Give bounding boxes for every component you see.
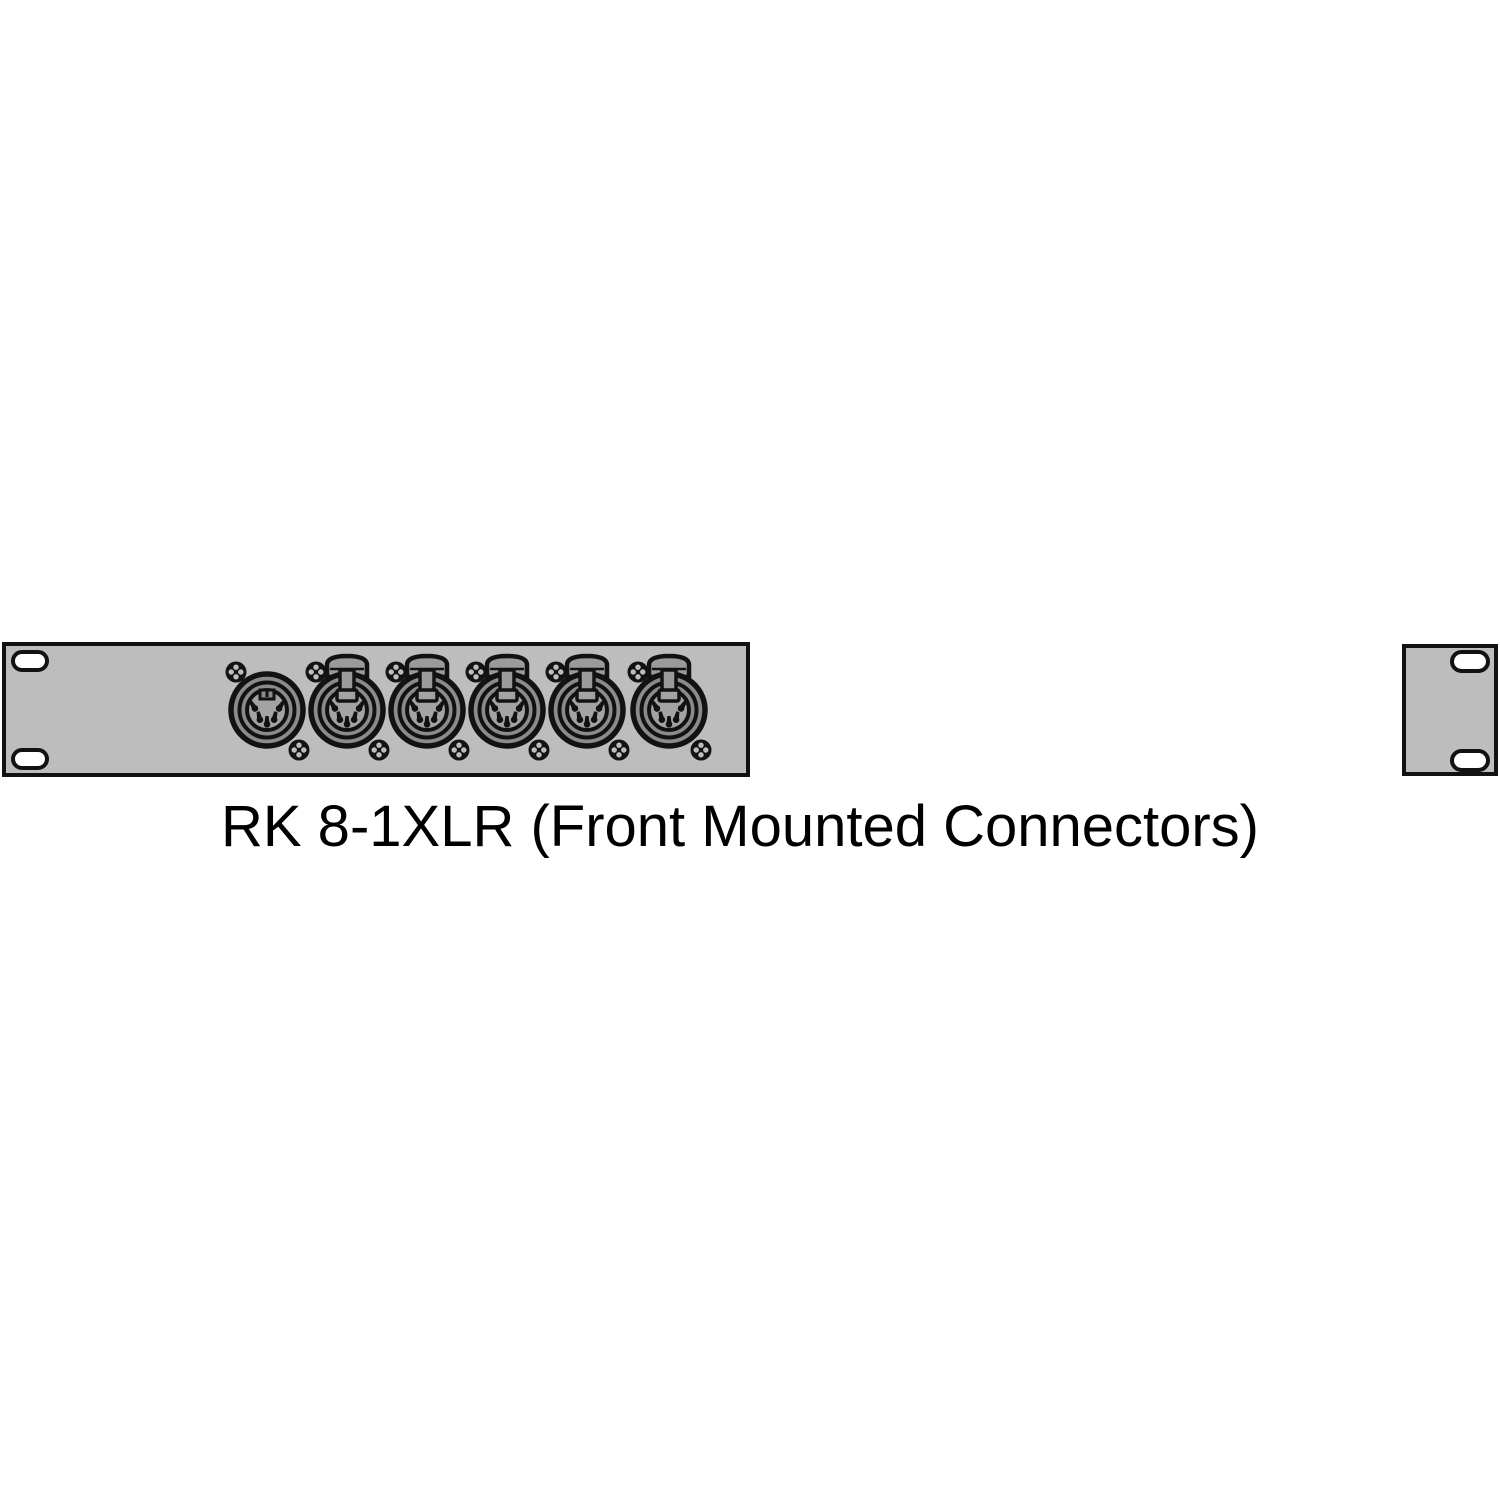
xlr-connector-2: [305, 653, 390, 761]
xlr-connector-6: [627, 653, 712, 761]
pin-icon: [409, 700, 419, 712]
pin-icon: [658, 711, 666, 724]
pin-icon: [416, 711, 424, 724]
pin-icon: [583, 716, 591, 728]
pin-icon: [343, 716, 351, 728]
pin-icon: [595, 700, 605, 712]
keyway-notch: [258, 688, 276, 701]
latch-button: [332, 668, 359, 703]
latch-dome: [484, 653, 530, 680]
pin-icon: [515, 700, 525, 712]
pin-icon: [329, 700, 339, 712]
mounting-hole-main-bottom: [11, 748, 49, 770]
phillips-screw-icon-bottom-right: [690, 739, 712, 761]
pin-icon: [677, 700, 687, 712]
phillips-screw-icon-top-left: [225, 661, 247, 683]
pin-icon: [576, 711, 584, 724]
xlr-connector-1: [225, 661, 310, 761]
connector-barrel: [228, 671, 306, 749]
pin-icon: [503, 716, 511, 728]
latch-button: [492, 668, 519, 703]
pin-icon: [263, 716, 271, 728]
phillips-screw-icon-bottom-right: [528, 739, 550, 761]
mounting-hole-ear-top: [1450, 650, 1490, 673]
xlr-connector-5: [545, 653, 630, 761]
phillips-screw-icon-top-left: [465, 661, 487, 683]
pin-icon: [350, 711, 358, 724]
pin-icon: [336, 711, 344, 724]
mounting-hole-ear-bottom: [1450, 749, 1490, 772]
diagram-caption: RK 8-1XLR (Front Mounted Connectors): [221, 794, 1259, 859]
xlr-connector-3: [385, 653, 470, 761]
pin-icon: [435, 700, 445, 712]
phillips-screw-icon-top-left: [545, 661, 567, 683]
pin-icon: [430, 711, 438, 724]
pin-icon: [489, 700, 499, 712]
pin-icon: [275, 700, 285, 712]
pin-icon: [249, 700, 259, 712]
phillips-screw-icon-bottom-right: [448, 739, 470, 761]
latch-button: [654, 668, 681, 703]
phillips-screw-icon-bottom-right: [368, 739, 390, 761]
latch-button: [412, 668, 439, 703]
pin-icon: [270, 711, 278, 724]
pin-icon: [590, 711, 598, 724]
phillips-screw-icon-bottom-right: [288, 739, 310, 761]
latch-button: [572, 668, 599, 703]
phillips-screw-icon-top-left: [385, 661, 407, 683]
phillips-screw-icon-bottom-right: [608, 739, 630, 761]
pin-icon: [496, 711, 504, 724]
pin-icon: [510, 711, 518, 724]
mounting-hole-main-top: [11, 650, 49, 672]
pin-icon: [423, 716, 431, 728]
pin-icon: [665, 716, 673, 728]
pin-icon: [256, 711, 264, 724]
pin-icon: [569, 700, 579, 712]
pin-icon: [355, 700, 365, 712]
phillips-screw-icon-top-left: [627, 661, 649, 683]
xlr-connector-4: [465, 653, 550, 761]
pin-icon: [672, 711, 680, 724]
phillips-screw-icon-top-left: [305, 661, 327, 683]
pin-icon: [651, 700, 661, 712]
